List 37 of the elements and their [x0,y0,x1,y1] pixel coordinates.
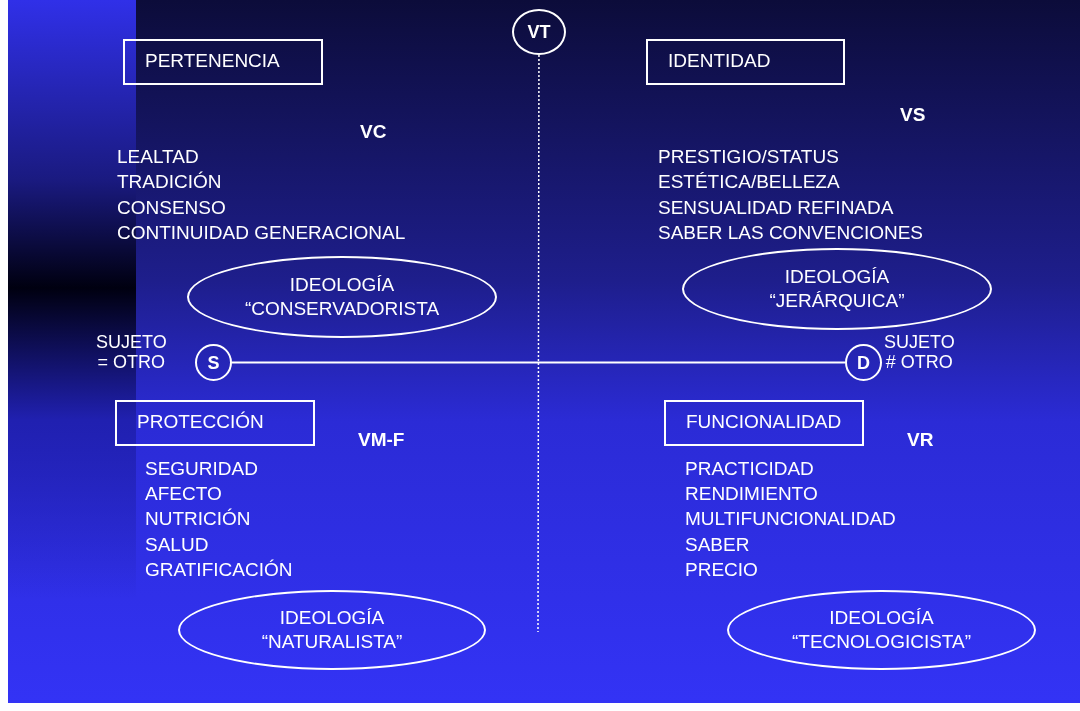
ideology-ellipse: IDEOLOGÍA “NATURALISTA” [178,590,486,670]
value-text: CONTINUIDAD GENERACIONAL [117,221,406,245]
dotted-axis-line [537,54,540,633]
axis-circle: S [195,344,232,381]
category-box: PERTENENCIA [123,39,323,85]
category-box: FUNCIONALIDAD [664,400,864,446]
value-text: CONSENSO [117,196,226,220]
axis-line [231,361,846,364]
value-text: GRATIFICACIÓN [145,558,293,582]
value-text: TRADICIÓN [117,170,222,194]
value-text: LEALTAD [117,145,199,169]
quadrant-code: VR [907,428,934,452]
value-text: NUTRICIÓN [145,507,251,531]
ideology-ellipse: IDEOLOGÍA “TECNOLOGICISTA” [727,590,1036,670]
category-box: IDENTIDAD [646,39,845,85]
subject-note: SUJETO # OTRO [884,332,955,372]
value-text: PRECIO [685,558,758,582]
quadrant-code: VM-F [358,428,405,452]
ideology-ellipse: IDEOLOGÍA “CONSERVADORISTA [187,256,497,338]
value-text: AFECTO [145,482,222,506]
value-text: ESTÉTICA/BELLEZA [658,170,840,194]
quadrant-code: VS [900,103,926,127]
value-text: SEGURIDAD [145,457,258,481]
value-text: RENDIMIENTO [685,482,818,506]
value-text: SALUD [145,533,209,557]
quadrant-code: VC [360,120,387,144]
value-text: SABER [685,533,750,557]
axis-circle: D [845,344,882,381]
value-text: MULTIFUNCIONALIDAD [685,507,896,531]
value-text: PRACTICIDAD [685,457,814,481]
axis-circle: VT [512,9,566,55]
category-box: PROTECCIÓN [115,400,315,446]
value-text: SABER LAS CONVENCIONES [658,221,924,245]
value-text: PRESTIGIO/STATUS [658,145,839,169]
value-text: SENSUALIDAD REFINADA [658,196,894,220]
ideology-ellipse: IDEOLOGÍA “JERÁRQUICA” [682,248,992,330]
subject-note: SUJETO = OTRO [96,332,167,372]
